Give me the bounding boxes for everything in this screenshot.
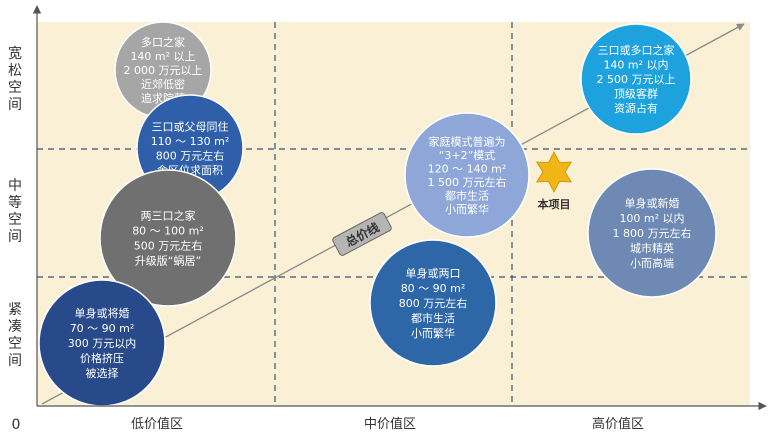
segment-circle-shape — [580, 23, 692, 135]
origin-label: 0 — [12, 417, 21, 433]
segment-circle-shape — [99, 169, 237, 307]
segment-circle-text-line: 1 800 万元左右 — [613, 226, 692, 240]
segment-circle-shape — [404, 112, 530, 238]
segment-circle-text-line: 800 万元左右 — [399, 296, 468, 310]
project-marker-label: 本项目 — [538, 197, 571, 211]
segment-circle-text-line: 三口或父母同住 — [152, 119, 229, 133]
segment-circle-shape — [369, 239, 497, 367]
segment-circle-text-line: 2 500 万元以上 — [597, 73, 676, 86]
segment-circle-text-line: 单身或将婚 — [75, 306, 130, 320]
segment-circle-text-line: 小而繁华 — [411, 326, 455, 340]
y-band-label-text: 中等空间 — [8, 178, 22, 245]
segment-circle-text-line: 80 ～ 100 m² — [132, 225, 204, 238]
segment-circle-text-line: 300 万元以内 — [68, 336, 137, 350]
segment-circle-text-line: 被选择 — [86, 366, 119, 380]
segment-circle-text-line: 100 m² 以内 — [619, 211, 684, 225]
segment-circle-text-line: 两三口之家 — [141, 209, 196, 223]
x-zone-label-mid: 中价值区 — [364, 416, 416, 432]
segment-circle-text-line: 近郊低密 — [141, 77, 185, 91]
y-band-label-3: 紧凑空间 — [8, 302, 22, 369]
segment-circle-text-line: 多口之家 — [141, 35, 185, 49]
segment-circle-text-line: 都市生活 — [445, 188, 489, 202]
segment-circle-text-line: 120 ～ 140 m² — [428, 162, 507, 175]
segment-circle-text-line: 1 500 万元左右 — [428, 175, 507, 189]
segment-circle-text-line: 小而繁华 — [445, 202, 489, 216]
segment-circle-text-line: 80 ～ 90 m² — [401, 282, 466, 295]
x-zone-label-low: 低价值区 — [131, 416, 183, 432]
segment-circle-text-line: 升级版“蜗居” — [135, 254, 201, 268]
segment-circle-text-line: 资源占有 — [614, 101, 658, 115]
segment-circle-text-line: 140 m² 以内 — [603, 58, 668, 72]
segment-circle-text-line: 价格挤压 — [80, 351, 124, 365]
segment-circle-text-line: 三口或多口之家 — [598, 43, 675, 57]
segment-circle-text-line: 70 ～ 90 m² — [70, 322, 135, 335]
y-band-label-1: 宽松空间 — [8, 45, 22, 113]
segment-circle-text-line: 140 m² 以上 — [130, 50, 195, 63]
segment-circle-text-line: 2 000 万元以上 — [124, 64, 203, 77]
segment-circle-text-line: 都市生活 — [411, 311, 455, 325]
project-star-icon — [535, 151, 573, 193]
y-band-label-2: 中等空间 — [8, 178, 22, 245]
segment-circle-text-line: 家庭模式普遍为 — [429, 134, 506, 148]
segment-circle-text-line: 单身或新婚 — [625, 196, 680, 210]
x-zone-label-high: 高价值区 — [592, 416, 644, 432]
segment-circle-text-line: 单身或两口 — [406, 266, 461, 280]
segment-circle-text-line: 小而高端 — [630, 256, 674, 270]
y-band-label-text: 宽松空间 — [8, 45, 22, 113]
segment-circle-shape — [587, 168, 717, 298]
segment-circle-text-line: 顶级客群 — [614, 87, 658, 101]
y-band-label-text: 紧凑空间 — [8, 302, 22, 369]
segment-circle-text-line: 110 ～ 130 m² — [151, 135, 230, 148]
segment-circle-text-line: 800 万元左右 — [156, 148, 225, 162]
segment-circle-text-line: “3+2”模式 — [439, 149, 496, 162]
segment-circle-text-line: 500 万元左右 — [134, 239, 203, 253]
segment-circle-text-line: 城市精英 — [630, 241, 674, 255]
